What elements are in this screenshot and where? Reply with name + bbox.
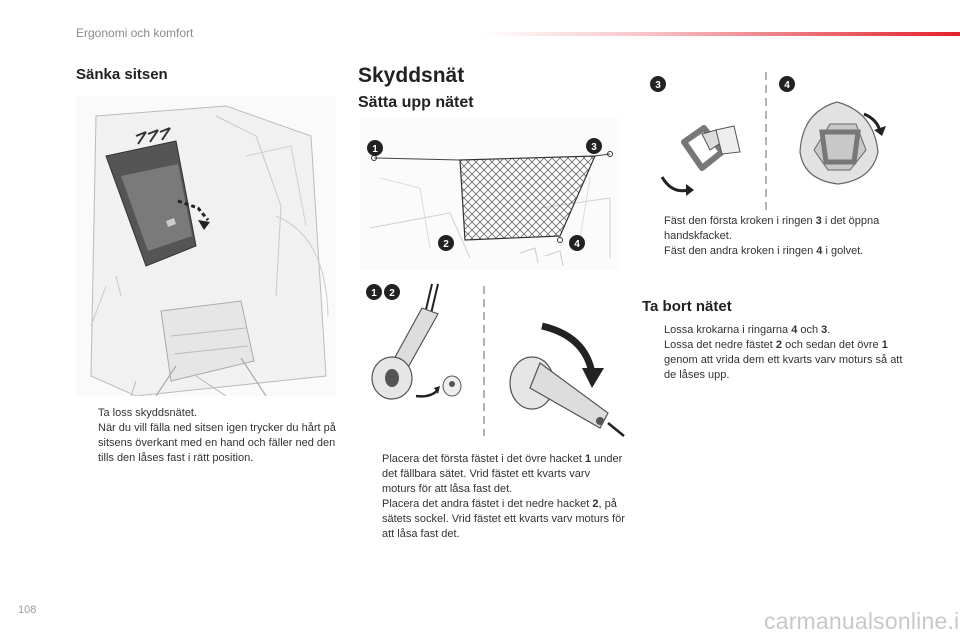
bullets-attach-hooks: Fäst den första kroken i ringen 3 i det … — [642, 214, 907, 259]
seat-illustration — [76, 96, 336, 396]
list-item: Fäst den andra kroken i ringen 4 i golve… — [664, 245, 864, 257]
net-illustration: 1 3 2 4 — [360, 118, 620, 270]
list-item: Ta loss skyddsnätet. — [98, 407, 198, 419]
subheading-install-net: Sätta upp nätet — [358, 94, 474, 111]
callout-1-fastener: 1 — [371, 288, 377, 299]
list-item: Lossa det nedre fästet 2 och sedan det ö… — [664, 339, 903, 381]
callout-1: 1 — [372, 144, 378, 155]
callout-3-hooks: 3 — [655, 80, 661, 91]
list-item: Placera det första fästet i det övre hac… — [382, 453, 623, 495]
fastener-illustration: 1 2 — [360, 278, 625, 438]
hooks-illustration: 3 4 — [642, 72, 902, 212]
heading-remove-net: Ta bort nätet — [642, 298, 732, 315]
callout-4-hooks: 4 — [784, 80, 790, 91]
header-title: Ergonomi och komfort — [76, 26, 194, 40]
list-item: Fäst den första kroken i ringen 3 i det … — [664, 215, 880, 242]
callout-2: 2 — [443, 239, 449, 250]
heading-net: Skyddsnät — [358, 64, 465, 87]
list-item: Placera det andra fästet i det nedre hac… — [382, 498, 625, 540]
bullets-place-fasteners: Placera det första fästet i det övre hac… — [360, 452, 625, 542]
callout-2-fastener: 2 — [389, 288, 395, 299]
callout-3: 3 — [591, 142, 597, 153]
page-number: 108 — [18, 604, 37, 616]
bullets-lower-seat: Ta loss skyddsnätet. När du vill fälla n… — [76, 406, 336, 466]
callout-4: 4 — [574, 239, 580, 250]
heading-lower-seat: Sänka sitsen — [76, 66, 168, 83]
watermark: carmanualsonline.info — [764, 608, 960, 634]
bullets-remove-net: Lossa krokarna i ringarna 4 och 3. Lossa… — [642, 323, 907, 383]
list-item: Lossa krokarna i ringarna 4 och 3. — [664, 324, 831, 336]
header-accent-bar — [480, 32, 960, 36]
list-item: När du vill fälla ned sitsen igen trycke… — [98, 422, 336, 464]
